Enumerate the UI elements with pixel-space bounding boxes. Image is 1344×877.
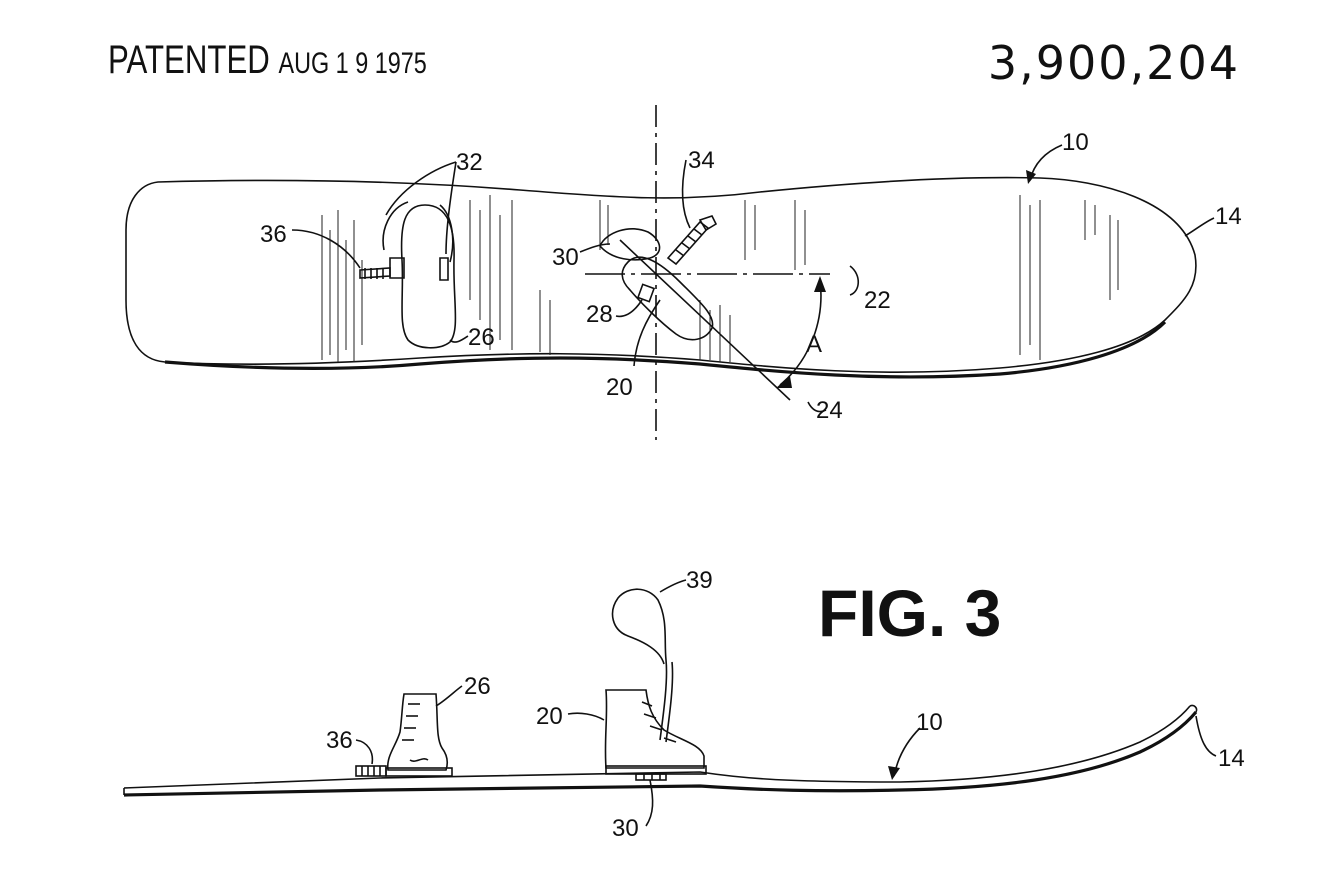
label-rear-spring-36-top: 36 <box>260 221 287 248</box>
leash-39 <box>613 589 667 740</box>
label-front-hinge-30-top: 30 <box>552 244 579 271</box>
angle-arrow-head-top <box>814 276 826 292</box>
label-rear-spring-36-side: 36 <box>326 727 353 754</box>
side-view-drawing: 39 26 20 36 10 14 30 <box>124 567 1245 842</box>
label-leash-39: 39 <box>686 567 713 594</box>
label-angle-a: A <box>806 331 822 358</box>
figure-title: FIG. 3 <box>818 576 1001 650</box>
label-front-strap-34: 34 <box>688 147 715 174</box>
label-front-boot-20-side: 20 <box>536 703 563 730</box>
label-pivot-28: 28 <box>586 301 613 328</box>
label-front-boot-20-top: 20 <box>606 374 633 401</box>
angled-axis-line <box>620 240 790 400</box>
rear-boot-top <box>360 202 455 348</box>
label-tip-14-top: 14 <box>1215 203 1242 230</box>
top-view-drawing: 10 14 32 34 36 30 28 26 20 22 24 A <box>126 105 1242 440</box>
label-axis-22: 22 <box>864 287 891 314</box>
label-tip-14-side: 14 <box>1218 745 1245 772</box>
board-outline <box>126 178 1196 373</box>
label-front-hinge-30-side: 30 <box>612 815 639 842</box>
label-axis-24: 24 <box>816 397 843 424</box>
label-rear-boot-26-top: 26 <box>468 324 495 351</box>
front-boot-top <box>600 216 716 340</box>
board-side-top-edge <box>124 706 1190 788</box>
label-board-10-side: 10 <box>916 709 943 736</box>
label-rear-boot-26-side: 26 <box>464 673 491 700</box>
board-shading <box>322 195 1118 362</box>
angle-arrow-head-bottom <box>776 376 792 388</box>
front-boot-side <box>605 690 706 780</box>
label-board-10-top: 10 <box>1062 129 1089 156</box>
board-bottom-edge <box>165 322 1165 377</box>
label-rear-strap-32: 32 <box>456 149 483 176</box>
rear-boot-side <box>356 694 452 776</box>
